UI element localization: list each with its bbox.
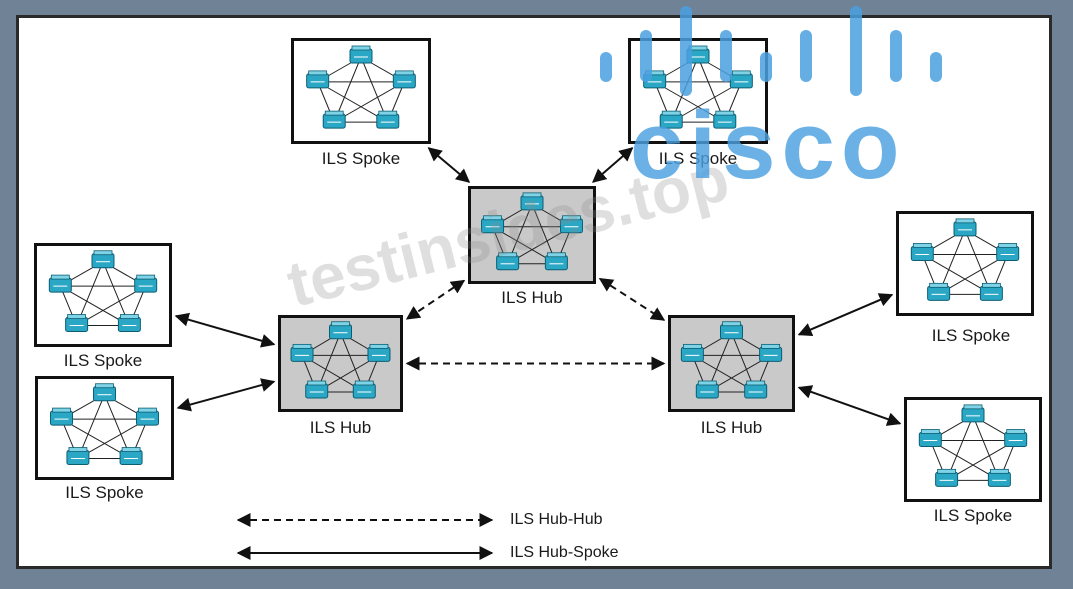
switch-icon [352, 380, 376, 399]
switch-mesh [481, 192, 583, 271]
switch-icon [695, 380, 719, 399]
switch-icon [918, 429, 942, 447]
hub-spoke-link [427, 147, 471, 183]
ils-spoke-cluster [34, 243, 172, 347]
node-label: ILS Hub [700, 418, 763, 437]
hub-spoke-link [176, 378, 276, 412]
hub-spoke-link [174, 312, 276, 348]
node-label: ILS Spoke [658, 149, 738, 168]
mesh-link [76, 285, 146, 326]
switch-icon [744, 380, 768, 399]
switch-mesh [910, 218, 1020, 301]
switch-icon [559, 215, 583, 234]
node-label: ILS Spoke [933, 506, 1013, 525]
hub-hub-link [405, 279, 466, 320]
switch-icon [66, 447, 90, 466]
hub-spoke-link [797, 385, 902, 426]
switch-icon [134, 274, 158, 293]
switch-icon [953, 218, 977, 237]
switch-icon [520, 192, 544, 211]
ils-spoke-cluster [904, 397, 1042, 502]
cisco-logo-wordmark: cisco [630, 92, 906, 199]
switch-icon [65, 314, 89, 333]
mesh-link [654, 81, 726, 123]
legend-hub-spoke-label: ILS Hub-Spoke [510, 544, 619, 561]
switch-icon [759, 343, 783, 362]
switch-icon [322, 110, 346, 129]
switch-mesh [918, 404, 1028, 487]
mesh-link [60, 285, 130, 326]
switch-icon [927, 282, 951, 301]
mesh-link [938, 254, 1008, 295]
ils-spoke-cluster [35, 376, 174, 480]
switch-icon [987, 468, 1011, 487]
mesh-link [333, 81, 405, 123]
switch-icon [136, 407, 160, 426]
switch-icon [961, 404, 985, 423]
switch-icon [935, 468, 959, 487]
ils-hub-cluster [278, 315, 403, 412]
switch-icon [117, 314, 141, 333]
switch-icon [481, 215, 505, 234]
switch-icon [720, 321, 743, 340]
hub-spoke-link [797, 293, 894, 337]
switch-icon [91, 250, 115, 269]
switch-icon [1004, 429, 1028, 447]
diagram-frame [16, 15, 1052, 569]
switch-icon [979, 282, 1003, 301]
hub-spoke-link [592, 147, 634, 183]
ils-spoke-cluster [896, 211, 1034, 316]
switch-mesh [49, 383, 160, 466]
switch-icon [349, 45, 373, 64]
switch-icon [496, 252, 520, 271]
switch-icon [544, 252, 568, 271]
switch-icon [367, 343, 391, 362]
node-label: ILS Hub [501, 288, 563, 307]
mesh-link [317, 81, 389, 123]
legend-hub-hub-label: ILS Hub-Hub [510, 511, 603, 528]
switch-icon [305, 380, 329, 399]
switch-icon [306, 70, 330, 89]
mesh-link [922, 254, 992, 295]
switch-icon [376, 110, 400, 129]
node-label: ILS Spoke [65, 483, 144, 502]
switch-mesh [680, 321, 783, 399]
switch-icon [290, 343, 314, 362]
hub-hub-link [598, 277, 666, 321]
switch-icon [659, 110, 683, 129]
switch-icon [643, 70, 667, 89]
switch-icon [392, 70, 416, 89]
mesh-link [77, 418, 148, 459]
switch-icon [996, 243, 1020, 261]
switch-icon [713, 110, 737, 129]
switch-icon [729, 70, 753, 89]
ils-spoke-cluster [291, 38, 431, 144]
switch-icon [49, 407, 73, 426]
node-label: ILS Hub [309, 418, 372, 437]
switch-mesh [48, 250, 158, 333]
switch-mesh [290, 321, 391, 399]
mesh-link [61, 418, 132, 459]
mesh-link [930, 440, 1000, 481]
switch-icon [680, 343, 704, 362]
ils-hub-cluster [668, 315, 795, 412]
node-label: ILS Spoke [931, 326, 1011, 345]
switch-icon [686, 45, 710, 64]
switch-icon [93, 383, 116, 402]
switch-icon [910, 243, 934, 261]
ils-hub-cluster [468, 186, 596, 284]
switch-icon [48, 274, 72, 293]
node-label: ILS Spoke [321, 149, 401, 168]
switch-mesh [306, 45, 416, 129]
node-label: ILS Spoke [63, 351, 143, 370]
switch-icon [329, 321, 352, 340]
mesh-link [946, 440, 1016, 481]
switch-icon [119, 447, 143, 466]
mesh-link [670, 81, 742, 123]
